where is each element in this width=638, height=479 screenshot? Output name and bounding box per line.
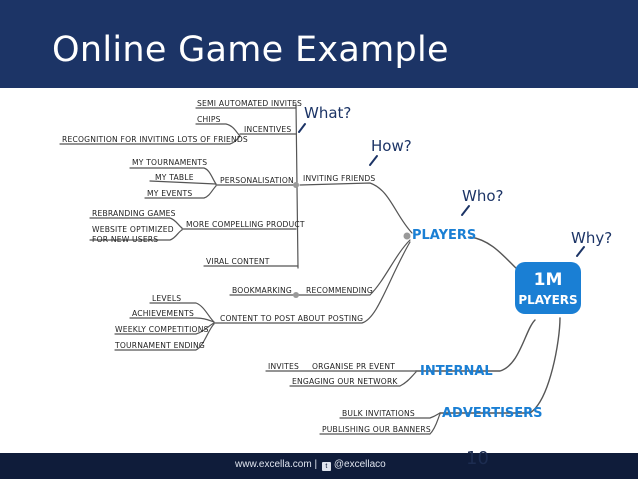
question-who: Who? [462, 187, 503, 205]
branch-line-inviting [299, 182, 413, 234]
node-my-events: MY EVENTS [147, 189, 192, 198]
node-chips: CHIPS [197, 115, 221, 124]
node-invites: INVITES [268, 362, 299, 371]
node-dot-recommending [293, 292, 299, 298]
node-dot-players [403, 232, 411, 240]
footer-separator: | [314, 459, 318, 470]
center-node [515, 262, 581, 314]
node-website-optimized: WEBSITE OPTIMIZED [92, 225, 174, 234]
title-bar [0, 0, 638, 88]
node-engaging-network: ENGAGING OUR NETWORK [292, 377, 398, 386]
slide-title: Online Game Example [52, 30, 449, 70]
node-incentives: INCENTIVES [244, 125, 291, 134]
center-line-2: PLAYERS [518, 293, 577, 307]
node-posting: POSTING [328, 314, 363, 323]
node-recommending: RECOMMENDING [306, 286, 373, 295]
node-bookmarking: BOOKMARKING [232, 286, 292, 295]
node-my-tournaments: MY TOURNAMENTS [132, 158, 207, 167]
node-recognition: RECOGNITION FOR INVITING LOTS OF FRIENDS [62, 135, 248, 144]
node-achievements: ACHIEVEMENTS [132, 309, 194, 318]
node-personalisation: PERSONALISATION [220, 176, 294, 185]
node-weekly-competitions: WEEKLY COMPETITIONS [115, 325, 209, 334]
node-publishing-banners: PUBLISHING OUR BANNERS [322, 425, 431, 434]
page-number: 10 [466, 448, 489, 469]
node-tournament-ending: TOURNAMENT ENDING [114, 341, 205, 350]
question-what: What? [304, 104, 351, 122]
branch-advertisers: ADVERTISERS [442, 406, 543, 421]
node-rebranding-games: REBRANDING GAMES [92, 209, 176, 218]
node-bulk-invitations: BULK INVITATIONS [342, 409, 415, 418]
footer-bar: www.excella.com | t@excellaco [0, 453, 638, 479]
node-more-compelling: MORE COMPELLING PRODUCT [186, 220, 305, 229]
node-semi-automated-invites: SEMI AUTOMATED INVITES [197, 99, 302, 108]
question-why: Why? [571, 229, 612, 247]
node-inviting-friends: INVITING FRIENDS [303, 174, 375, 183]
footer-text: www.excella.com | t@excellaco [235, 459, 386, 471]
node-my-table: MY TABLE [155, 173, 194, 182]
footer-site-link[interactable]: www.excella.com [235, 459, 312, 470]
node-content-to-post: CONTENT TO POST ABOUT [220, 314, 325, 323]
node-website-optimized-2: FOR NEW USERS [92, 235, 158, 244]
center-line-1: 1M [534, 270, 563, 290]
footer-handle-link[interactable]: @excellaco [333, 459, 386, 470]
branch-players: PLAYERS [412, 228, 476, 243]
node-viral-content: VIRAL CONTENT [206, 257, 270, 266]
node-levels: LEVELS [152, 294, 181, 303]
question-how: How? [371, 137, 412, 155]
twitter-icon: t [321, 462, 331, 471]
branch-internal: INTERNAL [420, 364, 493, 379]
node-dot-inviting [293, 182, 299, 188]
node-organise-pr: ORGANISE PR EVENT [312, 362, 395, 371]
